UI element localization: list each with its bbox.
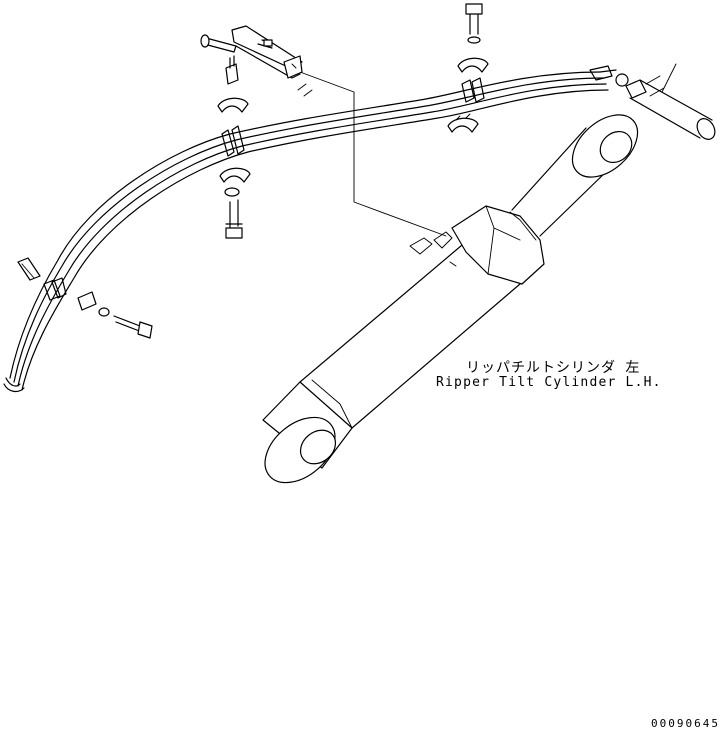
- clamp-set-upper-right: [447, 3, 489, 133]
- leader-lines: [299, 63, 677, 237]
- drawing-code: 00090645: [651, 717, 720, 730]
- hose-sleeve: [629, 75, 716, 140]
- component-label-en: Ripper Tilt Cylinder L.H.: [436, 375, 662, 390]
- ripper-tilt-cylinder: [262, 114, 639, 484]
- component-label-jp: リッパチルトシリンダ 左: [466, 360, 641, 376]
- hose-assembly: [3, 65, 647, 393]
- clamp-set-left: [17, 257, 153, 339]
- clamp-set-upper-left: [200, 25, 313, 239]
